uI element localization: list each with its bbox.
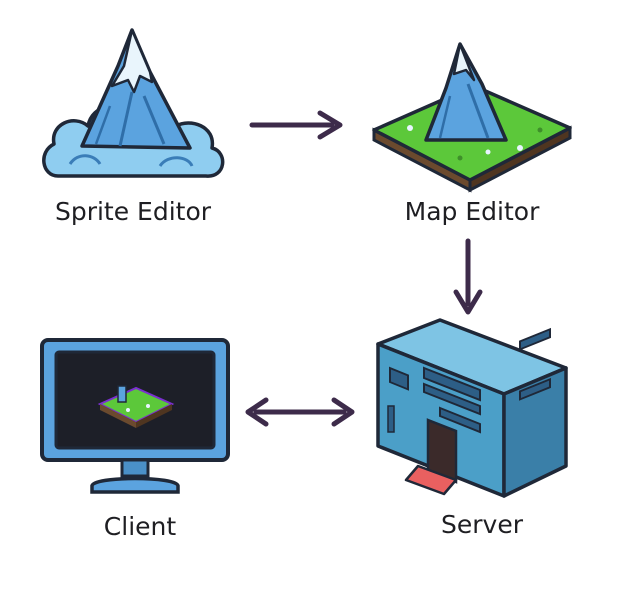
- monitor-icon: [40, 338, 230, 494]
- arrow-sprite-to-map: [249, 110, 343, 140]
- arrow-map-to-server: [453, 238, 483, 315]
- sprite-editor-label: Sprite Editor: [54, 197, 212, 226]
- mountain-cloud-icon: [42, 28, 225, 178]
- server-icon: [376, 318, 568, 498]
- server-label: Server: [441, 510, 523, 539]
- map-editor-label: Map Editor: [404, 197, 540, 226]
- map-tile-icon: [372, 42, 572, 193]
- arrow-client-server: [245, 397, 355, 427]
- client-label: Client: [103, 512, 177, 541]
